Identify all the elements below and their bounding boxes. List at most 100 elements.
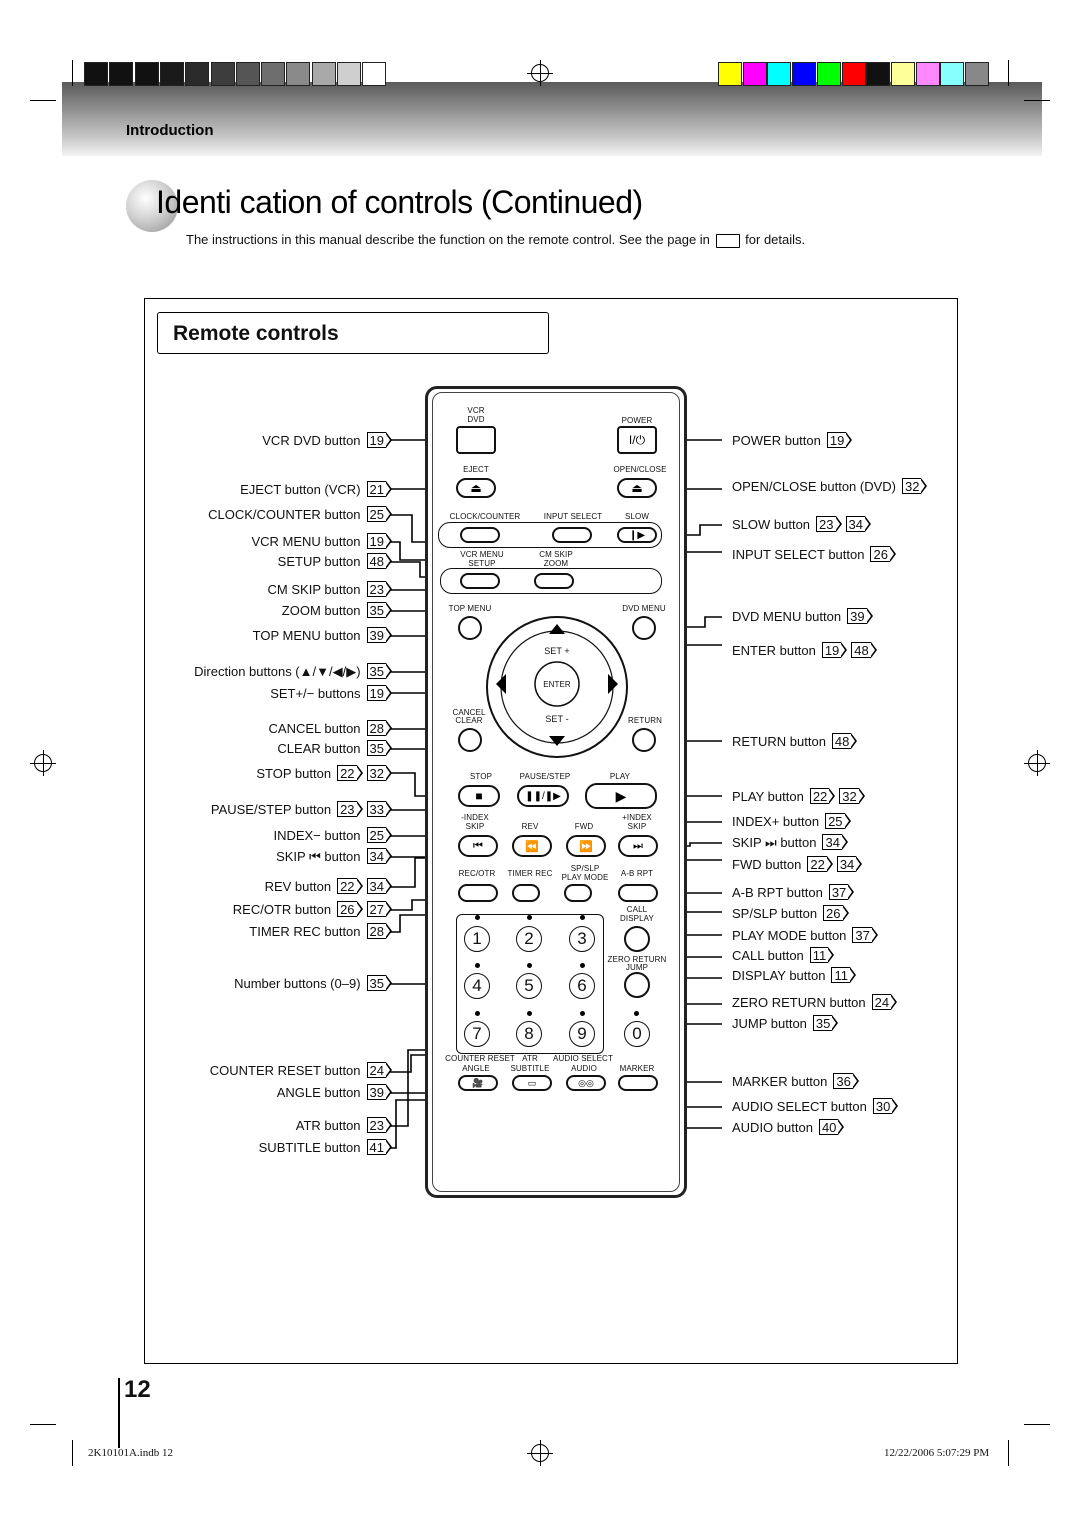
- number-button-3[interactable]: 3: [569, 926, 595, 952]
- callout-text: CM SKIP button: [267, 582, 361, 597]
- callout-text: ANGLE button: [276, 1085, 361, 1100]
- jump-label: JUMP: [625, 963, 649, 972]
- color-swatch: [915, 62, 940, 86]
- fwd-button[interactable]: ⏩: [566, 835, 606, 857]
- page-ref: 35: [812, 1015, 840, 1031]
- angle-label: ANGLE: [462, 1064, 490, 1073]
- registration-mark-icon: [527, 1440, 553, 1466]
- fast-forward-icon: ⏩: [579, 840, 593, 853]
- remote-control-inner-edge: [432, 392, 680, 1192]
- cm-skip-zoom-button[interactable]: [534, 573, 574, 589]
- page-ref: 41: [366, 1139, 393, 1155]
- power-button[interactable]: I/⏻: [617, 426, 657, 454]
- page-ref: 23: [337, 801, 364, 817]
- callout-text: SKIP ⏮ button: [276, 849, 361, 864]
- dot-marker: [634, 1011, 639, 1016]
- cancel-clear-button[interactable]: [458, 728, 482, 752]
- play-icon: ▶: [615, 787, 627, 804]
- enter-label: ENTER: [543, 680, 571, 689]
- number-button-0[interactable]: 0: [624, 1021, 650, 1047]
- clock-counter-button[interactable]: [460, 527, 500, 543]
- number-button-4[interactable]: 4: [464, 973, 490, 999]
- page-ref: 25: [825, 813, 852, 829]
- page-ref: 23: [816, 516, 843, 532]
- gray-swatch: [337, 62, 361, 86]
- number-button-6[interactable]: 6: [569, 973, 595, 999]
- vcr-dvd-button[interactable]: [456, 426, 496, 454]
- zero-return-jump-button[interactable]: [624, 972, 650, 998]
- call-label: CALL: [626, 905, 648, 914]
- registration-mark-icon: [30, 750, 56, 776]
- sp-slp-play-mode-button[interactable]: [564, 884, 592, 902]
- page-ref: 37: [828, 884, 855, 900]
- dvd-menu-button[interactable]: [632, 616, 656, 640]
- marker-button[interactable]: [618, 1075, 658, 1091]
- timer-rec-label: TIMER REC: [507, 869, 553, 878]
- skip-forward-label: SKIP: [627, 822, 647, 831]
- number-button-5[interactable]: 5: [516, 973, 542, 999]
- right-arrow-icon: [608, 674, 618, 694]
- set-plus-label: SET +: [544, 646, 570, 656]
- audio-button[interactable]: ◎◎: [566, 1075, 606, 1091]
- page-ref: 21: [366, 481, 393, 497]
- top-menu-button[interactable]: [458, 616, 482, 640]
- input-select-button[interactable]: [552, 527, 592, 543]
- rec-otr-button[interactable]: [458, 884, 498, 902]
- direction-pad[interactable]: [484, 614, 630, 760]
- callout-text: VCR MENU button: [251, 534, 361, 549]
- callout-text: SP/SLP button: [732, 906, 818, 921]
- page-ref: 11: [809, 947, 834, 963]
- page-ref: 30: [872, 1098, 899, 1114]
- pause-step-button[interactable]: ❚❚/❚▶: [517, 785, 569, 807]
- skip-back-button[interactable]: ⏮: [458, 835, 498, 857]
- return-button[interactable]: [632, 728, 656, 752]
- rec-otr-label: REC/OTR: [458, 869, 496, 878]
- counter-reset-label: COUNTER RESET: [445, 1054, 515, 1063]
- number-button-7[interactable]: 7: [464, 1021, 490, 1047]
- number-button-1[interactable]: 1: [464, 926, 490, 952]
- skip-forward-button[interactable]: ⏭: [618, 835, 658, 857]
- callout-text: SUBTITLE button: [258, 1140, 361, 1155]
- color-swatch: [718, 62, 742, 86]
- remote-figure-frame: [144, 298, 958, 1364]
- callout-text: PLAY button: [732, 789, 804, 804]
- dot-marker: [527, 1011, 532, 1016]
- number-button-9[interactable]: 9: [569, 1021, 595, 1047]
- dot-marker: [580, 1011, 585, 1016]
- left-callout-label: EJECT button (VCR)21: [240, 481, 393, 497]
- vcr-menu-setup-button[interactable]: [460, 573, 500, 589]
- angle-button[interactable]: 🎥: [458, 1075, 498, 1091]
- number-button-2[interactable]: 2: [516, 926, 542, 952]
- page-ref: 11: [831, 967, 856, 983]
- call-display-button[interactable]: [624, 926, 650, 952]
- slow-button[interactable]: ❙▶: [617, 527, 657, 543]
- number-button-8[interactable]: 8: [516, 1021, 542, 1047]
- play-button[interactable]: ▶: [585, 783, 657, 809]
- subtitle-button[interactable]: ▭: [512, 1075, 552, 1091]
- crop-mark: [30, 1424, 56, 1425]
- gray-swatch: [286, 62, 311, 86]
- left-callout-label: SUBTITLE button 41: [258, 1139, 393, 1155]
- open-close-button[interactable]: ⏏: [617, 478, 657, 498]
- eject-button[interactable]: ⏏: [456, 478, 496, 498]
- rev-button[interactable]: ⏪: [512, 835, 552, 857]
- footer-date: 12/22/2006 5:07:29 PM: [884, 1447, 990, 1459]
- stop-button[interactable]: ■: [458, 785, 500, 807]
- ab-rpt-button[interactable]: [618, 884, 658, 902]
- timer-rec-button[interactable]: [512, 884, 540, 902]
- callout-text: STOP button: [256, 766, 332, 781]
